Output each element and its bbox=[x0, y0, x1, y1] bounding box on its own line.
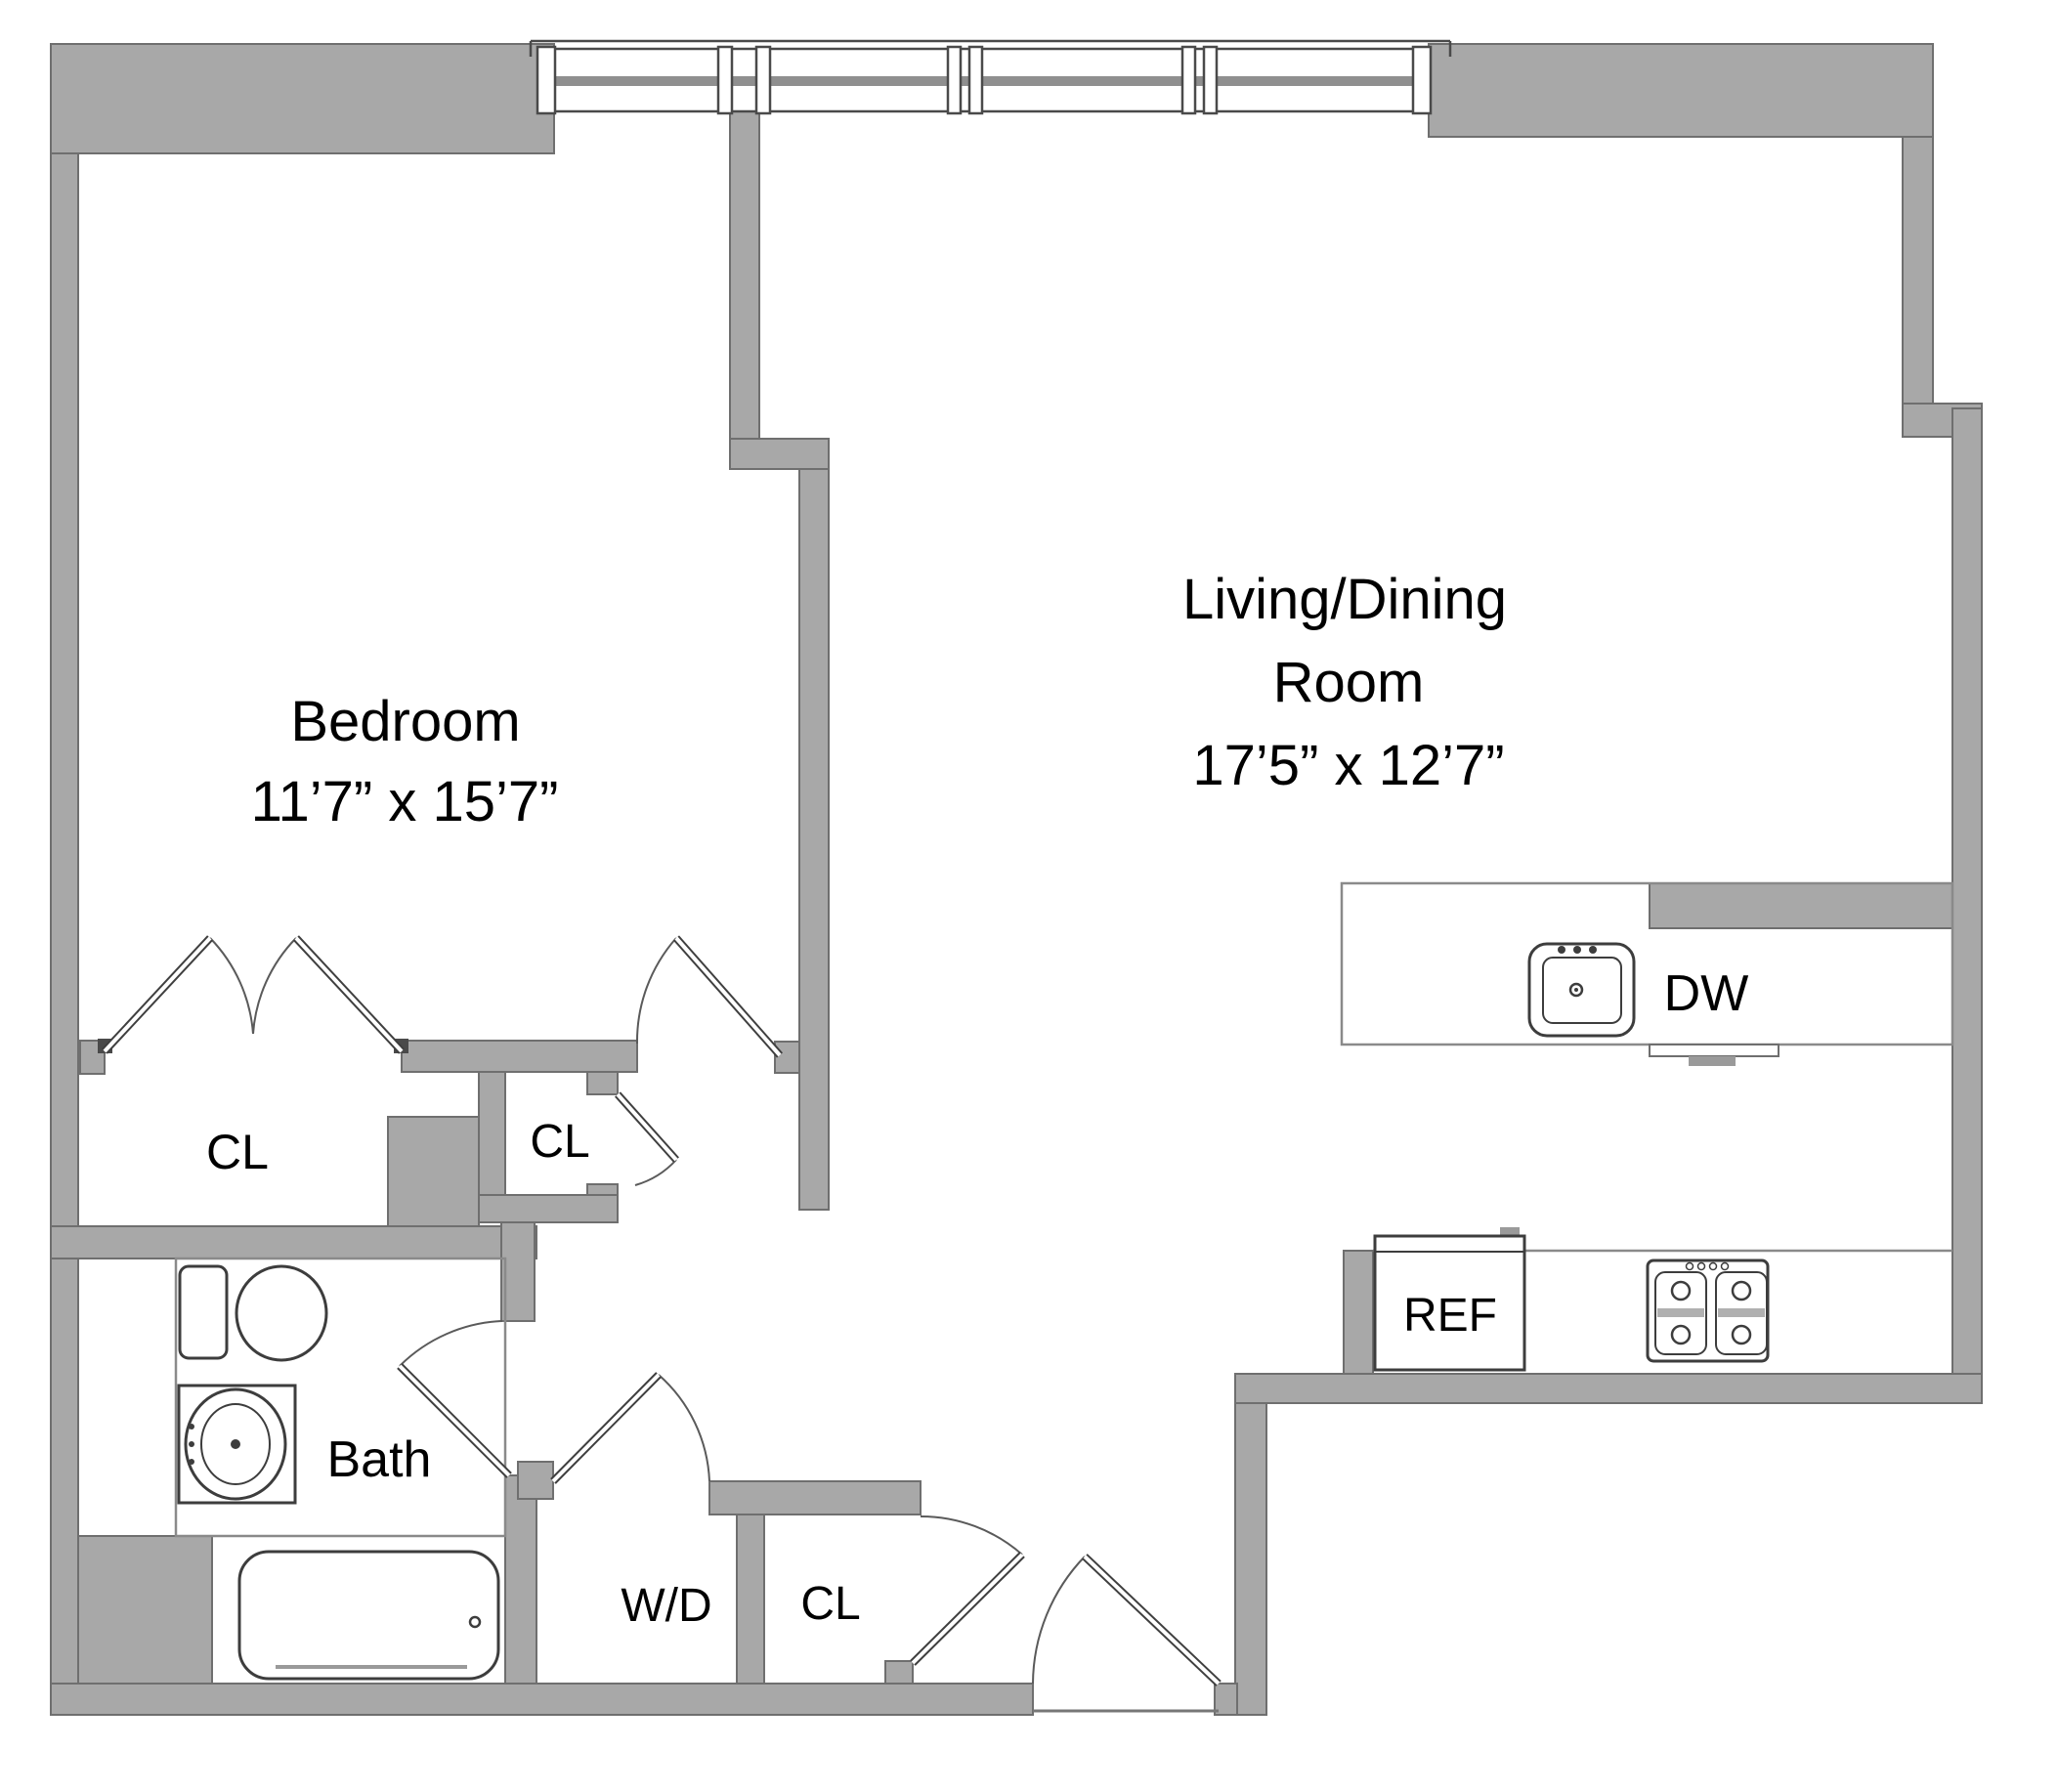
labels: Bedroom 11’7” x 15’7” Living/Dining Room… bbox=[206, 568, 1748, 1632]
window-outer-line bbox=[529, 39, 1452, 57]
walls bbox=[50, 43, 1983, 1716]
wall-bedroom-bottom bbox=[401, 1040, 638, 1073]
hall-closet-door bbox=[615, 1091, 679, 1186]
kitchen-island-outline bbox=[1340, 881, 1954, 1046]
wall-wd-top-bar bbox=[708, 1480, 922, 1515]
window-mullion-3a bbox=[1180, 45, 1197, 115]
wall-entry-side bbox=[1234, 1402, 1267, 1716]
dishwasher-handle-icon bbox=[1649, 1044, 1779, 1066]
bath-label: Bath bbox=[327, 1431, 432, 1488]
wall-bedroom-door-jamb bbox=[774, 1041, 800, 1074]
wall-kitchen-bottom bbox=[1234, 1373, 1983, 1404]
window-post-right bbox=[1411, 45, 1433, 115]
wall-bath-right bbox=[504, 1474, 537, 1685]
bedroom-door bbox=[635, 935, 783, 1058]
wall-cl2-top-jamb bbox=[586, 1071, 619, 1095]
wall-entry-jamb bbox=[1214, 1683, 1238, 1716]
wall-divider-upper bbox=[729, 110, 760, 440]
bath-door bbox=[397, 1320, 512, 1478]
washer-dryer-label: W/D bbox=[621, 1580, 711, 1632]
window-band bbox=[529, 39, 1452, 115]
toilet-icon bbox=[178, 1264, 328, 1362]
wall-island-gray-block bbox=[1649, 882, 1953, 929]
wall-left bbox=[50, 152, 79, 1716]
living-dining-label-line2: Room bbox=[1273, 651, 1425, 714]
washer-dryer-door bbox=[550, 1372, 710, 1484]
wall-wd-hinge-stub bbox=[517, 1461, 554, 1500]
fixtures bbox=[177, 942, 1779, 1681]
wall-cl3-jamb bbox=[884, 1660, 914, 1685]
bedroom-closet-door-right bbox=[252, 935, 405, 1054]
living-dining-label-line1: Living/Dining bbox=[1182, 568, 1507, 631]
entry-closet-door bbox=[910, 1515, 1025, 1666]
window-mullion-1b bbox=[754, 45, 772, 115]
refrigerator-icon bbox=[1373, 1227, 1526, 1372]
bedroom-closet-door-left bbox=[102, 935, 254, 1054]
hall-closet-label: CL bbox=[530, 1116, 589, 1168]
wall-divider-lower bbox=[798, 468, 830, 1211]
entry-closet-label: CL bbox=[800, 1578, 860, 1630]
bedroom-label: Bedroom bbox=[290, 690, 520, 753]
wall-bottom bbox=[50, 1683, 1034, 1716]
entry-door bbox=[1032, 1554, 1222, 1686]
wall-right-upper bbox=[1902, 136, 1934, 409]
window-post-left bbox=[536, 45, 557, 115]
dishwasher-label: DW bbox=[1664, 965, 1749, 1022]
wall-right-lower bbox=[1951, 407, 1983, 1404]
wall-tub-left-block bbox=[77, 1535, 213, 1685]
window-mullion-3b bbox=[1202, 45, 1219, 115]
wall-kitchen-left-stub bbox=[1343, 1250, 1374, 1375]
stove-icon bbox=[1646, 1259, 1770, 1363]
wall-bath-door-upper-stub bbox=[500, 1221, 536, 1322]
wall-cl1-bottom bbox=[50, 1225, 537, 1259]
bedroom-closet-label: CL bbox=[206, 1125, 269, 1179]
window-mid-line bbox=[554, 76, 1417, 86]
wall-top-left-block bbox=[50, 43, 555, 154]
window-mullion-1a bbox=[716, 45, 734, 115]
kitchen-sink-icon bbox=[1527, 942, 1636, 1038]
window-mullion-2b bbox=[967, 45, 984, 115]
refrigerator-label: REF bbox=[1403, 1290, 1497, 1342]
wall-divider-jog bbox=[729, 438, 830, 470]
bathtub-icon bbox=[237, 1550, 500, 1681]
bathroom-sink-icon bbox=[177, 1384, 297, 1505]
bath-room-outline bbox=[174, 1257, 507, 1538]
doors bbox=[102, 935, 1222, 1686]
bedroom-dims: 11’7” x 15’7” bbox=[251, 770, 559, 833]
living-dining-dims: 17’5” x 12’7” bbox=[1192, 734, 1504, 797]
wall-top-right-block bbox=[1428, 43, 1934, 138]
window-mullion-2a bbox=[946, 45, 963, 115]
wall-wd-cl-divider bbox=[736, 1514, 765, 1685]
wall-cl2-bottom bbox=[478, 1194, 619, 1223]
